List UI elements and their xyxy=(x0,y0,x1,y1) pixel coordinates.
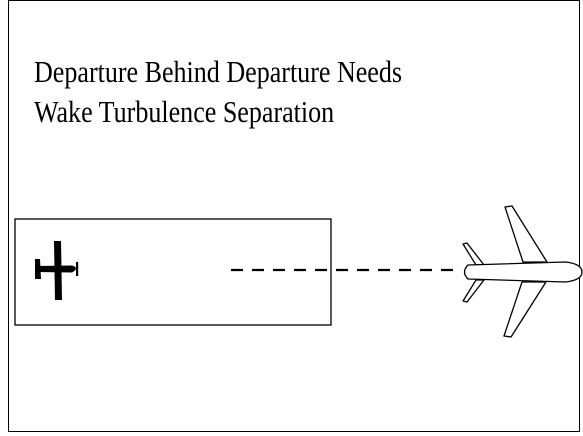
jet-airliner-icon xyxy=(462,205,583,338)
diagram-frame xyxy=(8,0,580,432)
diagram-title: Departure Behind Departure Needs Wake Tu… xyxy=(34,52,402,132)
title-line-1: Departure Behind Departure Needs xyxy=(34,54,403,89)
small-plane-icon xyxy=(35,241,79,300)
title-line-2: Wake Turbulence Separation xyxy=(34,94,335,129)
runway xyxy=(14,218,332,326)
